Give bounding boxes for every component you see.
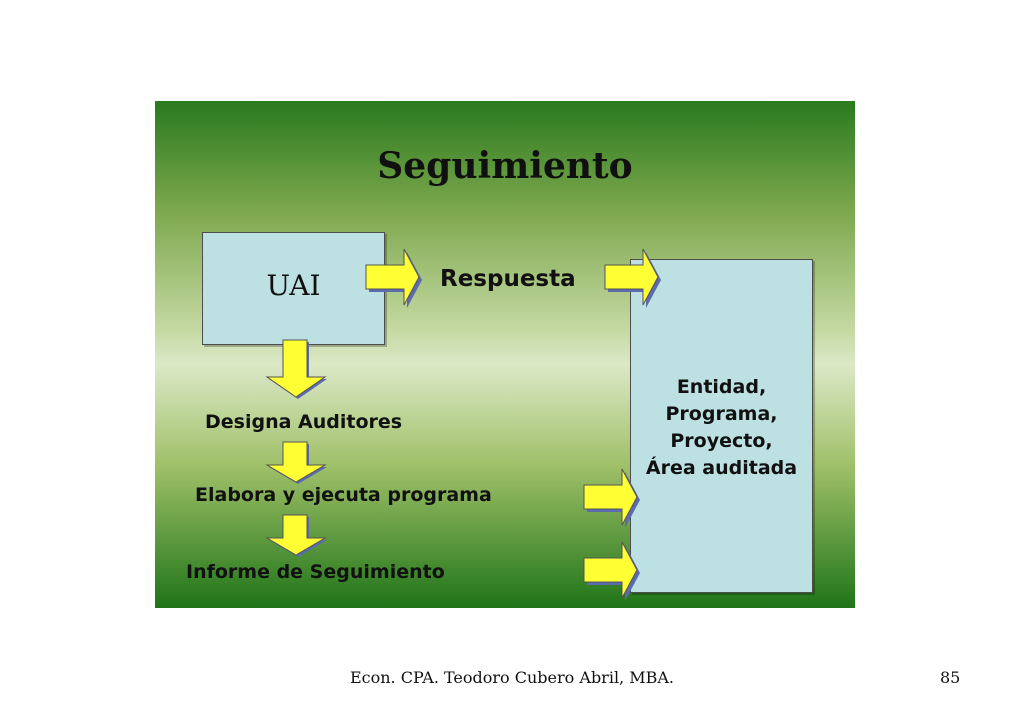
slide-panel: Seguimiento UAI Entidad, Programa, Proye… bbox=[155, 101, 855, 608]
step-designa-auditores: Designa Auditores bbox=[205, 411, 403, 433]
entity-line-1: Entidad, bbox=[676, 376, 767, 398]
arrow-right-uai-to-respuesta-icon bbox=[365, 248, 422, 308]
entity-line-2: Programa, bbox=[665, 403, 778, 425]
arrow-down-elabora-to-informe-icon bbox=[265, 514, 327, 557]
arrow-right-respuesta-to-entity-icon bbox=[604, 248, 661, 308]
entity-line-4: Área auditada bbox=[645, 457, 798, 479]
entity-line-3: Proyecto, bbox=[670, 430, 773, 452]
uai-box: UAI bbox=[202, 232, 385, 345]
entity-label: Entidad, Programa, Proyecto, Área audita… bbox=[631, 374, 812, 482]
page-number: 85 bbox=[940, 668, 961, 687]
arrow-right-elabora-to-entity-icon bbox=[583, 468, 640, 528]
uai-label: UAI bbox=[266, 269, 321, 302]
arrow-right-informe-to-entity-icon bbox=[583, 541, 640, 601]
step-informe-seguimiento: Informe de Seguimiento bbox=[186, 561, 445, 583]
footer-credit: Econ. CPA. Teodoro Cubero Abril, MBA. bbox=[349, 668, 675, 687]
arrow-down-uai-to-designa-icon bbox=[265, 339, 327, 399]
slide-title: Seguimiento bbox=[377, 145, 633, 187]
step-elabora-programa: Elabora y ejecuta programa bbox=[195, 484, 492, 506]
respuesta-label: Respuesta bbox=[440, 266, 576, 292]
entity-box: Entidad, Programa, Proyecto, Área audita… bbox=[630, 259, 813, 593]
arrow-down-designa-to-elabora-icon bbox=[265, 441, 327, 484]
